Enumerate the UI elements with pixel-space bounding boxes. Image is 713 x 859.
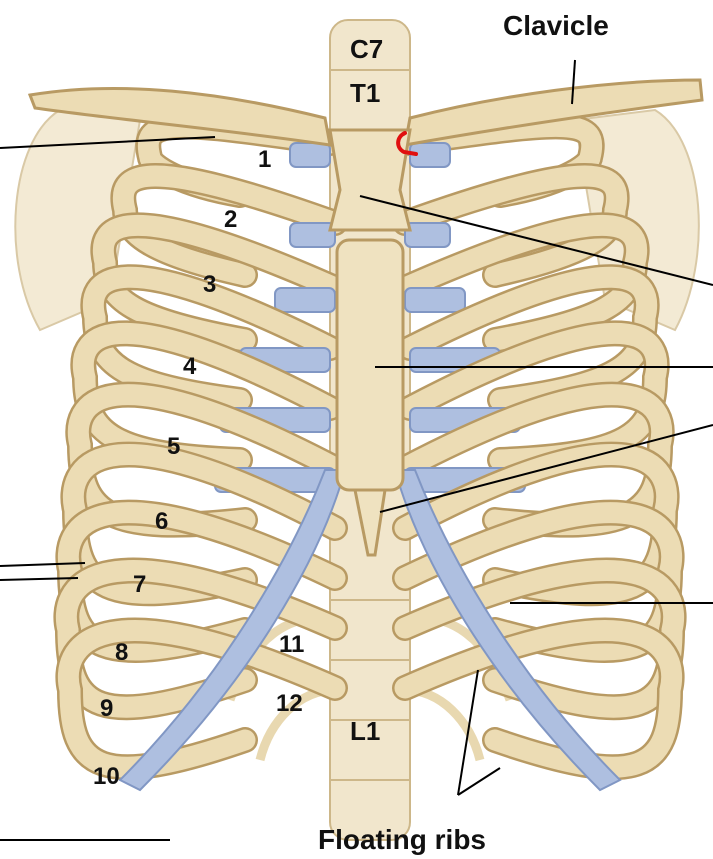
rib-9-label: 9 [100, 697, 113, 721]
floating-leader-1 [458, 670, 478, 795]
vertebra-c7-label: C7 [350, 36, 383, 62]
rib-2-label: 2 [224, 208, 237, 232]
floating-leader-2 [458, 768, 500, 795]
rib-6-label: 6 [155, 510, 168, 534]
left-ribs [66, 126, 335, 767]
rib-7-label: 7 [133, 573, 146, 597]
rib-5-label: 5 [167, 435, 180, 459]
floating-ribs-label: Floating ribs [318, 826, 486, 854]
costal-cartilage-1-left [290, 143, 330, 167]
rib-3-label: 3 [203, 273, 216, 297]
rib-11-label: 11 [279, 633, 304, 657]
costal-cartilage-2-right [405, 223, 450, 247]
vertebra-l1-label: L1 [350, 718, 380, 744]
rib-1-label: 1 [258, 148, 271, 172]
rib-4-label: 4 [183, 355, 196, 379]
costal-cartilage-3-left [275, 288, 335, 312]
costal-cartilage-3-right [405, 288, 465, 312]
vertebra-t1-label: T1 [350, 80, 380, 106]
costal-cartilage-2-left [290, 223, 335, 247]
sternum-body [337, 240, 403, 490]
rib-12-label: 12 [276, 692, 303, 716]
rib-10-label: 10 [93, 765, 120, 789]
rib-8-label: 8 [115, 641, 128, 665]
clavicle-label: Clavicle [503, 12, 609, 40]
